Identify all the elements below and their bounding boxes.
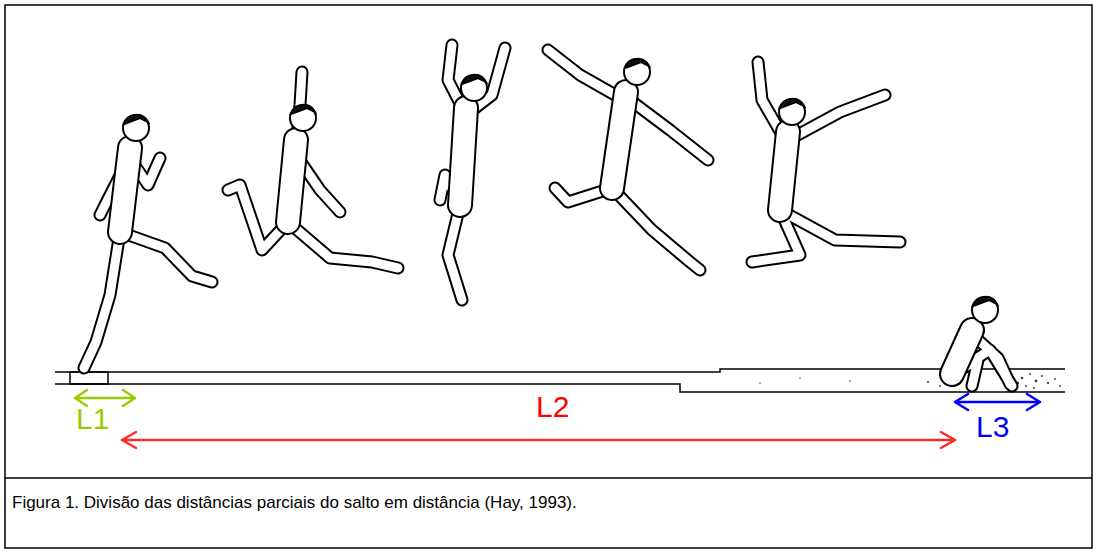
distance-label: L3 [976, 412, 1009, 442]
jumper-heads [123, 59, 998, 323]
jumper-figures [84, 45, 1012, 386]
figure-caption: Figura 1. Divisão das distâncias parciai… [12, 494, 577, 511]
frame [5, 5, 1092, 548]
distance-label: L2 [536, 392, 569, 422]
caption-divider [5, 477, 1092, 479]
runway [55, 369, 1065, 392]
distance-label: L1 [76, 404, 109, 434]
l3-arrow [955, 394, 1040, 410]
l2-arrow [122, 432, 955, 448]
